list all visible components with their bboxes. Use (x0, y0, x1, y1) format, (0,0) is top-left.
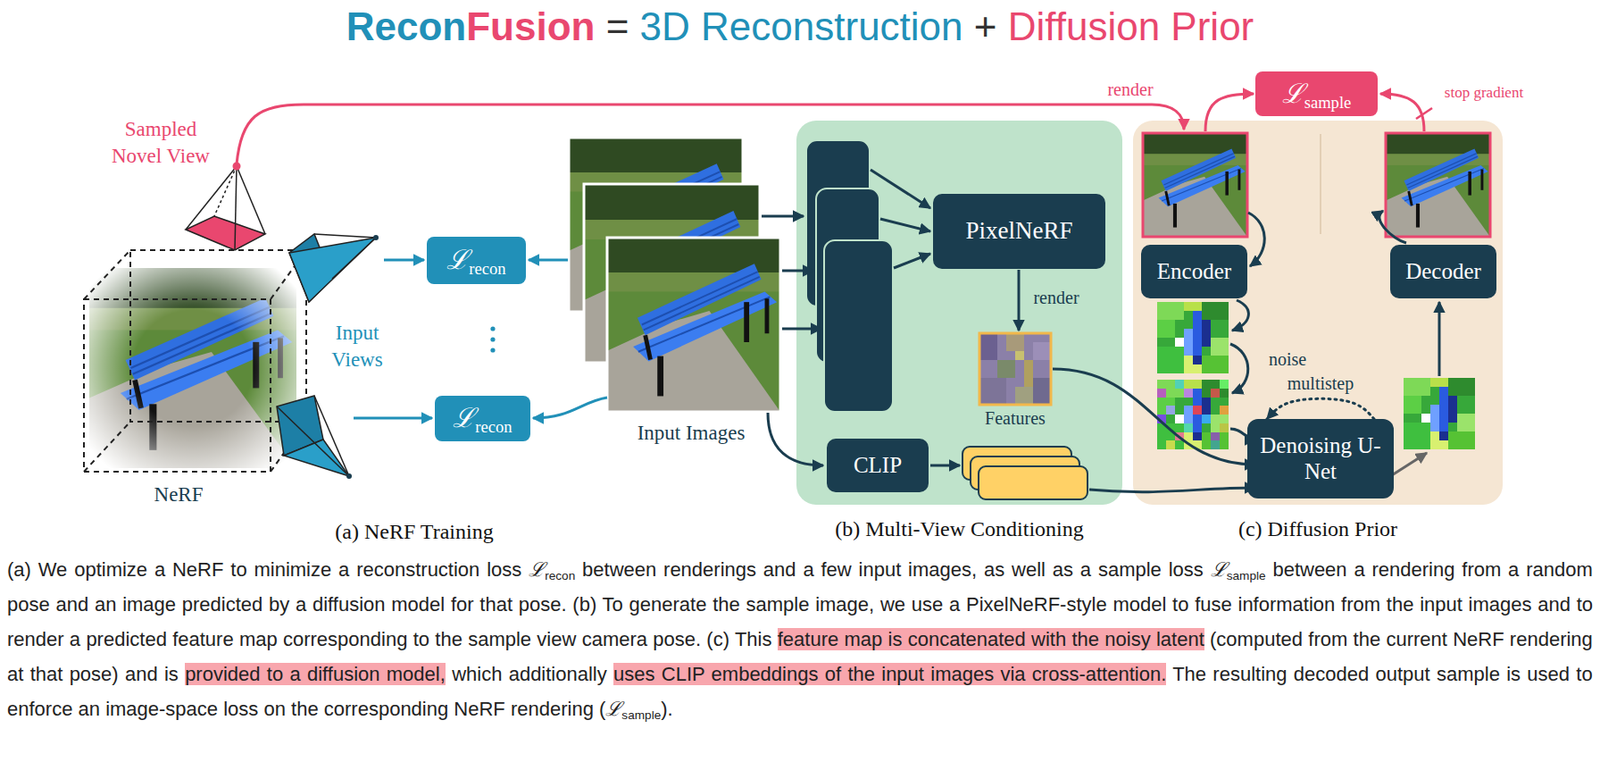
highlight: feature map is concatenated with the noi… (777, 627, 1205, 650)
math-symbol: ℒ (1210, 558, 1227, 581)
math-symbol: ℒ (528, 558, 545, 581)
loss-box: ℒrecon (434, 395, 531, 442)
connector (1266, 398, 1375, 419)
diffusion-sample (1385, 133, 1491, 237)
model-box: Denoising U-Net (1247, 418, 1394, 499)
title-part: Recon (346, 4, 467, 49)
arrow-label: render (1033, 285, 1079, 309)
divider (1319, 133, 1322, 234)
title-part: = (606, 4, 630, 49)
caption: (a) We optimize a NeRF to minimize a rec… (7, 551, 1593, 726)
panel-caption-holder: (b) Multi-View Conditioning (796, 516, 1123, 542)
view-label: Sampled Novel View (107, 116, 215, 170)
subscript: recon (468, 258, 506, 278)
model-box: CLIP (826, 438, 929, 492)
loss-box: ℒsample (1255, 71, 1378, 117)
ellipsis-dots (490, 325, 495, 352)
caption-holder: (a) We optimize a NeRF to minimize a rec… (7, 551, 1593, 726)
highlight: provided to a diffusion model, (184, 662, 446, 685)
panel-caption: (a) NeRF Training (334, 517, 493, 546)
title-part: Prior (1170, 4, 1254, 49)
title-part: 3D (640, 4, 691, 49)
recon-arrows (353, 259, 608, 418)
box-label: ℒsample (1282, 78, 1352, 110)
box-label: Decoder (1405, 258, 1482, 285)
box-label: CLIP (853, 452, 902, 479)
nerf-volume (83, 250, 307, 472)
input-images (568, 137, 781, 412)
math-symbol: ℒ (446, 243, 469, 275)
subscript: sample (1304, 91, 1352, 111)
subscript: recon (544, 568, 575, 583)
title-part: Fusion (466, 4, 595, 49)
title-part: + (974, 4, 998, 49)
subscript: sample (1226, 568, 1267, 583)
pipeline-arrows (236, 93, 1440, 492)
highlight: uses CLIP embeddings of the input images… (613, 662, 1167, 685)
arrow-label: stop gradient (1444, 83, 1524, 103)
box-label: PixelNeRF (965, 216, 1073, 245)
box-label: Denoising U-Net (1247, 433, 1394, 485)
part-label: NeRF (154, 481, 204, 509)
model-box: Encoder (1141, 244, 1248, 299)
model-box: Decoder (1390, 244, 1497, 299)
panel-caption: (c) Diffusion Prior (1133, 516, 1503, 542)
loss-box: ℒrecon (426, 236, 526, 284)
panel-caption-holder: (c) Diffusion Prior (1133, 516, 1503, 542)
clip-embeddings (962, 446, 1088, 500)
title-part: Reconstruction (700, 4, 963, 49)
title: ReconFusion = 3D Reconstruction + Diffus… (0, 1, 1600, 52)
box-label: ℒrecon (446, 244, 506, 276)
image-encoder (806, 140, 893, 412)
novel-view-camera (185, 162, 266, 251)
math-symbol: ℒ (605, 697, 622, 720)
title-part: Diffusion (1008, 4, 1160, 49)
subscript: sample (621, 708, 661, 722)
latent-images (1157, 301, 1475, 450)
arrow-label: render (1107, 77, 1153, 101)
math-symbol: ℒ (1282, 77, 1305, 109)
feature-map (979, 333, 1051, 405)
box-label: Encoder (1157, 258, 1232, 285)
input-camera (289, 233, 379, 302)
part-label: Input Images (637, 419, 746, 447)
part-label: Features (984, 406, 1046, 430)
subscript: recon (475, 416, 512, 436)
input-camera (276, 395, 352, 479)
model-box: PixelNeRF (933, 193, 1106, 269)
feature-arrows (761, 169, 1019, 466)
panel-caption: (b) Multi-View Conditioning (796, 516, 1123, 542)
box-label: ℒrecon (452, 402, 512, 434)
edge-label: multistep (1284, 371, 1357, 395)
view-label: Input Views (316, 319, 398, 374)
arrow-label: noise (1268, 347, 1307, 371)
nerf-rendering (1142, 133, 1248, 237)
math-symbol: ℒ (452, 401, 475, 434)
title-holder: ReconFusion = 3D Reconstruction + Diffus… (0, 1, 1600, 52)
